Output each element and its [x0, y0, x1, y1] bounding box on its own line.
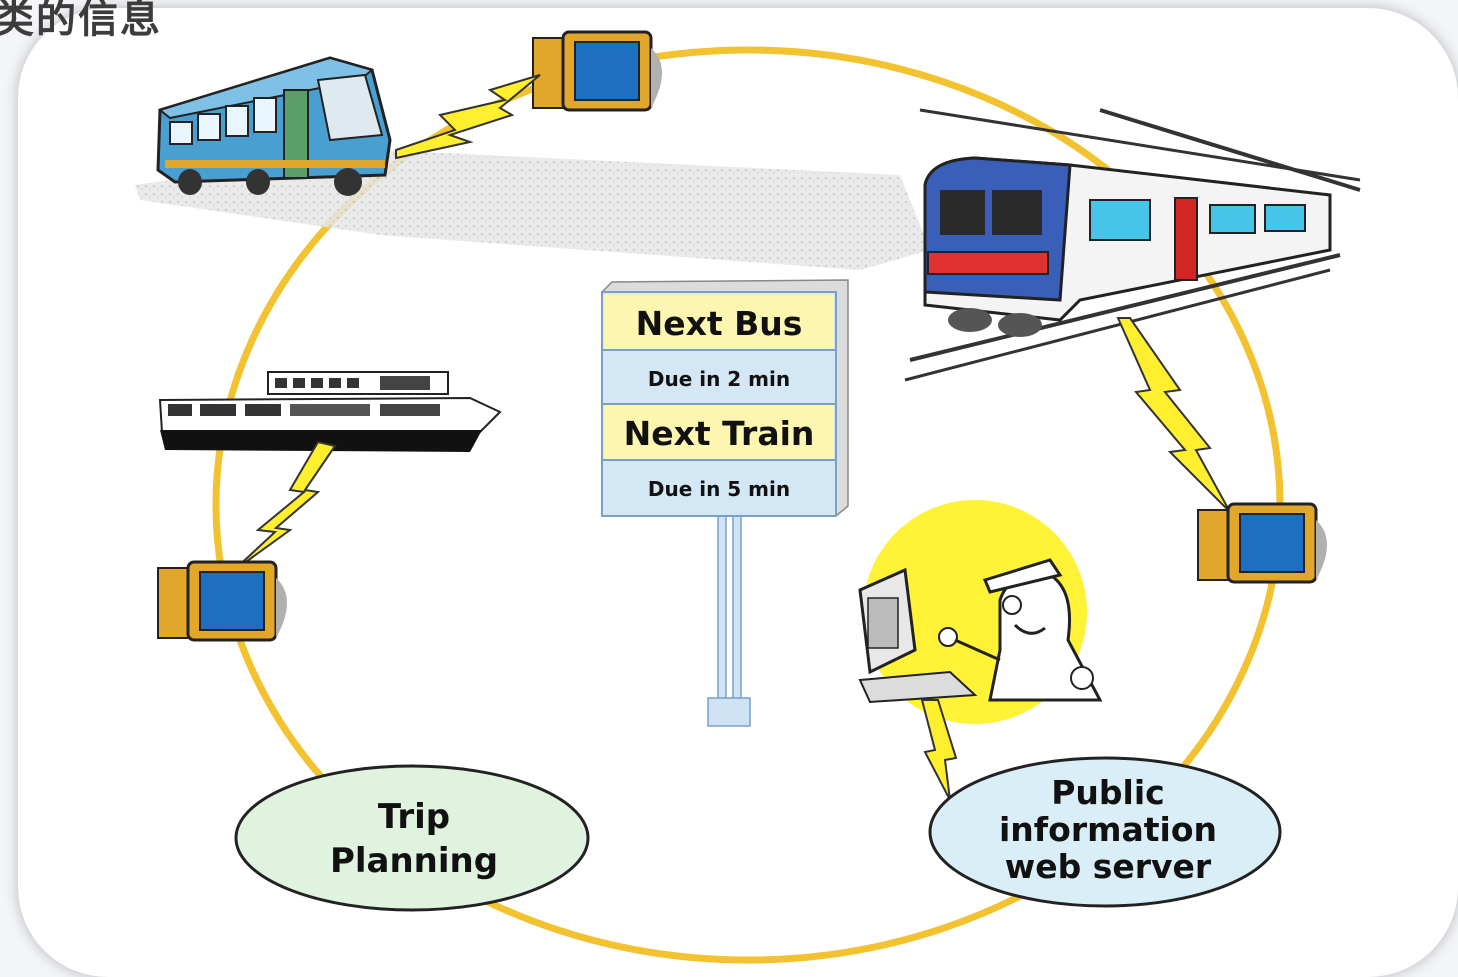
arrival-sign: Next Bus Due in 2 min Next Train Due in … — [600, 279, 849, 727]
next-train-label: Next Train — [624, 414, 815, 453]
next-bus-panel — [604, 294, 834, 350]
web-operator-illustration — [858, 500, 1103, 724]
monitor-icon-ferry — [157, 560, 287, 642]
next-bus-label: Next Bus — [636, 304, 803, 343]
lightning-ferry-link — [231, 440, 337, 573]
monitor-icon-train — [1197, 502, 1327, 584]
motion-trail — [135, 150, 930, 270]
public-info-node — [928, 756, 1282, 908]
next-train-panel — [604, 404, 834, 460]
slide-heading: 类的信息 — [0, 0, 162, 42]
public-info-line2: information — [999, 810, 1217, 849]
lightning-server-link — [920, 699, 958, 801]
trip-planning-line2: Planning — [330, 841, 498, 881]
trip-planning-node — [234, 764, 590, 912]
bus-icon — [156, 56, 392, 196]
public-info-line1: Public — [1051, 773, 1165, 812]
monitor-icon-bus — [532, 30, 662, 112]
ferry-icon — [158, 371, 502, 452]
public-info-line3: web server — [1005, 847, 1212, 886]
lightning-bus-link — [395, 74, 541, 160]
lightning-train-link — [1116, 317, 1231, 513]
bus-due-label: Due in 2 min — [648, 367, 790, 391]
train-due-label: Due in 5 min — [648, 477, 790, 501]
train-icon — [904, 108, 1361, 382]
trip-planning-line1: Trip — [378, 797, 450, 837]
